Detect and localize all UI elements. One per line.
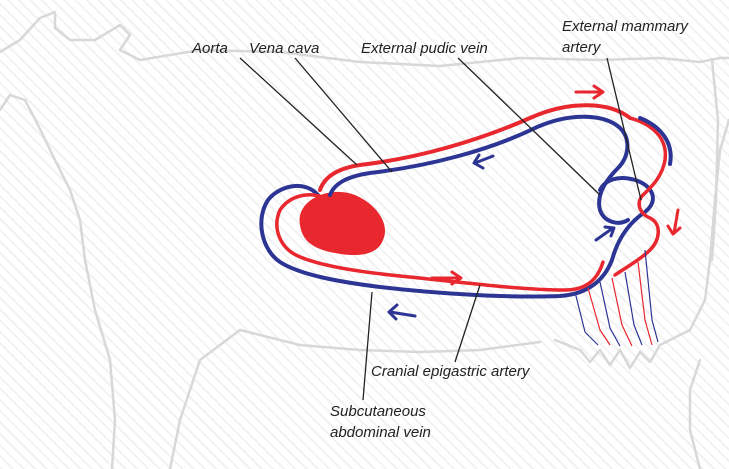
cow-hind-leg-outline [660,120,729,469]
arrow-blue-right-up [596,227,614,240]
external-pudic-vein-leader [458,58,600,195]
udder-vessel-blue-2 [600,282,620,346]
cow-face-outline [0,95,85,260]
vena-cava-upper-vessel [330,117,628,223]
cranial-epigastric-artery-label: Cranial epigastric artery [371,363,531,380]
arrow-red-top [576,86,603,98]
aorta-label: Aorta [191,40,228,57]
arrow-blue-lower [389,305,415,319]
udder-vessels [575,250,658,346]
heart [300,192,385,255]
udder-vessel-red-1 [588,288,610,345]
udder-vessel-blue-1 [575,292,598,345]
subcutaneous-abdominal-vein-leader [363,292,372,400]
cow-belly-outline [240,330,540,352]
external-mammary-artery-label-line1: External mammary [562,18,689,35]
subcutaneous-abdominal-vein-label-line1: Subcutaneous [330,403,426,420]
arrow-red-right-down [668,210,680,234]
external-mammary-artery-label-line2: artery [562,39,602,56]
aorta-leader [240,58,357,165]
subcutaneous-abdominal-vein-label-line2: abdominal vein [330,424,431,441]
cow-front-leg-outline [85,260,240,469]
external-pudic-vein-label: External pudic vein [361,40,488,57]
vena-cava-leader [295,58,392,172]
leader-lines [240,58,641,400]
arrow-blue-upper [474,155,493,168]
udder-vessel-blue-3 [625,272,642,345]
vena-cava-label: Vena cava [249,40,319,57]
cow-tail-outline [712,60,718,260]
cow-udder-outline [555,340,660,368]
